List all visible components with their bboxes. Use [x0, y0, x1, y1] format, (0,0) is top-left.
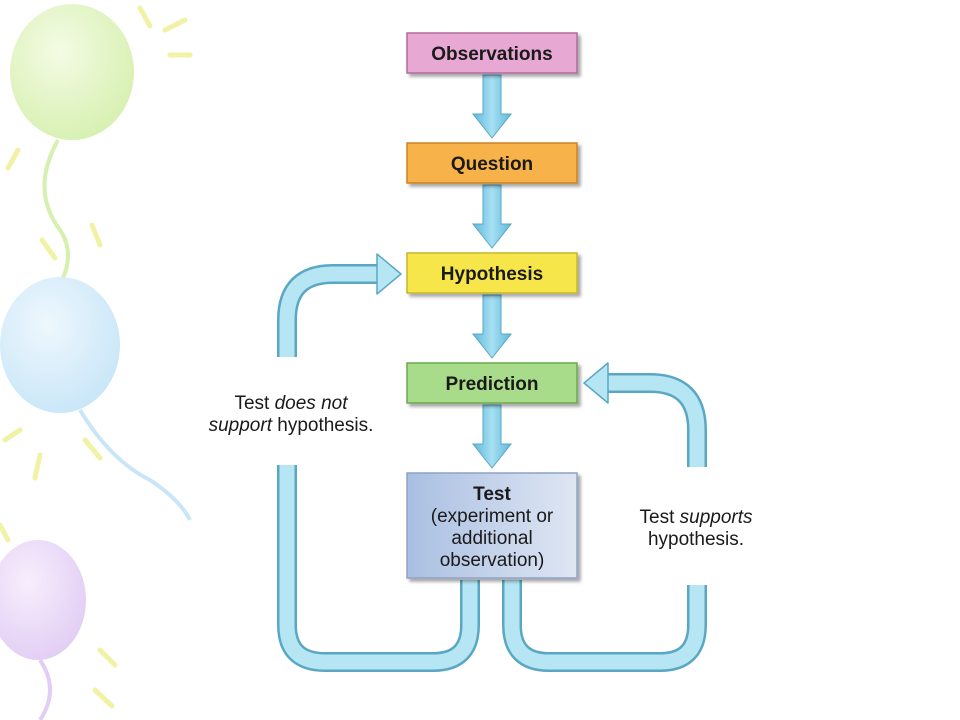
question-label: Question: [451, 154, 533, 175]
blue-balloon-icon: [0, 222, 192, 521]
not-support-line-2: support hypothesis.: [208, 415, 374, 436]
step-hypothesis: Hypothesis: [406, 252, 578, 294]
loop-not-support: [277, 253, 480, 672]
hypothesis-label: Hypothesis: [441, 264, 543, 285]
supports-line-1: Test supports: [639, 507, 753, 528]
test-line-2: additional: [451, 528, 532, 549]
step-test: Test (experiment or additional observati…: [406, 472, 578, 579]
not-support-line-1: Test does not: [234, 393, 348, 414]
observations-label: Observations: [431, 44, 552, 65]
step-observations: Observations: [406, 32, 578, 74]
arrow-prediction-to-test: [471, 404, 513, 469]
test-line-1: (experiment or: [431, 506, 554, 527]
prediction-label: Prediction: [446, 374, 539, 395]
arrow-hypothesis-to-prediction: [471, 294, 513, 359]
supports-line-2: hypothesis.: [647, 529, 745, 550]
label-supports: Test supports hypothesis.: [596, 507, 796, 551]
green-balloon-icon: [5, 4, 193, 302]
arrow-question-to-hypothesis: [471, 184, 513, 249]
loop-supports: [502, 362, 707, 672]
purple-balloon-icon: [0, 522, 118, 720]
test-title: Test: [473, 484, 511, 505]
arrow-observations-to-question: [471, 74, 513, 139]
step-prediction: Prediction: [406, 362, 578, 404]
label-does-not-support: Test does not support hypothesis.: [176, 393, 406, 437]
test-line-3: observation): [440, 550, 545, 571]
balloon-decoration: [0, 4, 193, 720]
step-question: Question: [406, 142, 578, 184]
